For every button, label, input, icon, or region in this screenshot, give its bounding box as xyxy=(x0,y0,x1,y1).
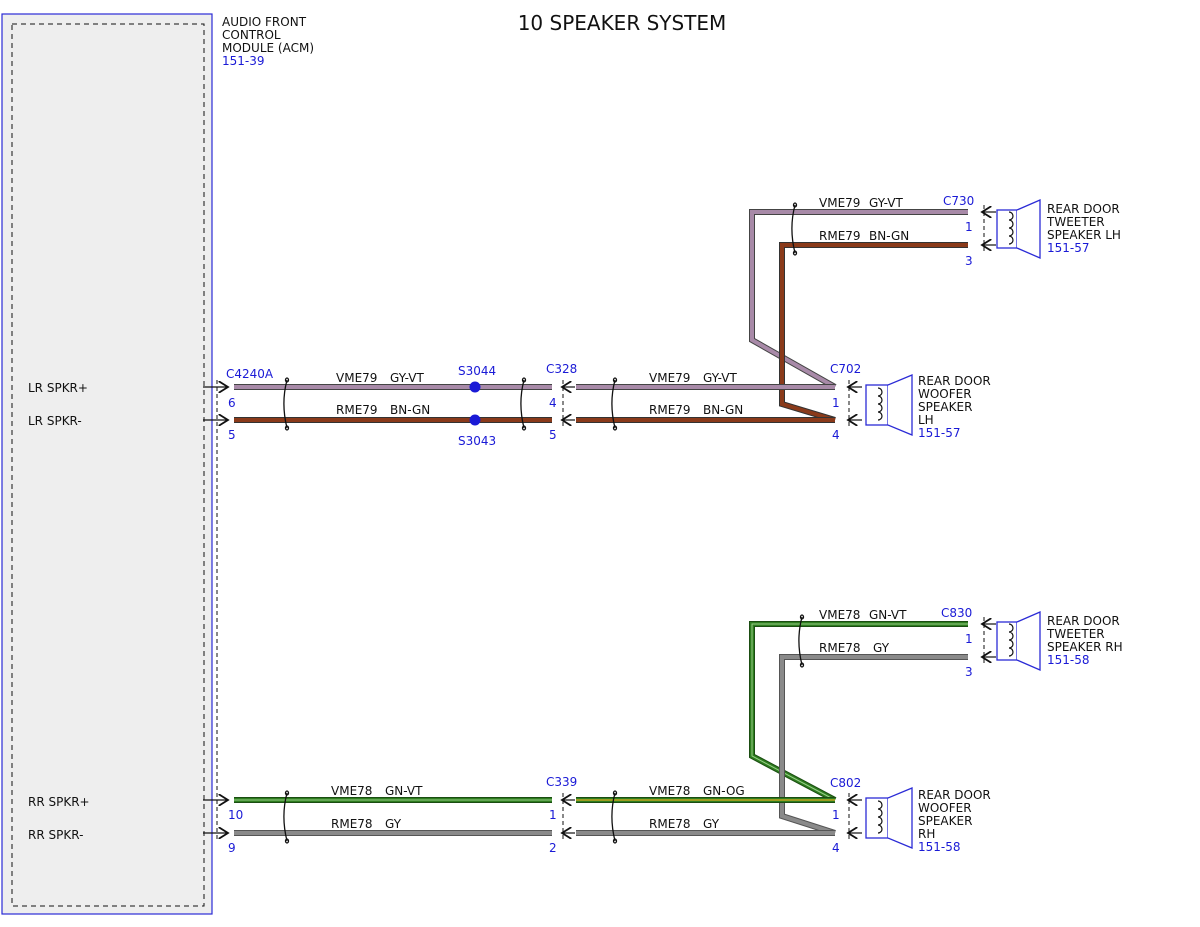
connector-c730-name: C730 xyxy=(943,194,974,208)
connector-c730-pin-3: 3 xyxy=(965,254,973,268)
connector-c4240a-pin-9: 9 xyxy=(228,841,236,855)
wire-rr-tw-pos-color: GN-VT xyxy=(869,608,907,622)
splice-s3043-label: S3043 xyxy=(458,434,496,448)
connector-c830-name: C830 xyxy=(941,606,972,620)
module-name-line-2: CONTROL xyxy=(222,28,281,42)
connector-c328: C328 4 5 xyxy=(546,362,577,442)
wire-rr-pos-b-circuit: VME78 xyxy=(649,784,690,798)
connector-c328-pin-5: 5 xyxy=(549,428,557,442)
wire-lr-neg-a-circuit: RME79 xyxy=(336,403,378,417)
pin-label-rr-spkr-neg: RR SPKR- xyxy=(28,828,83,842)
module-ref: 151-39 xyxy=(222,54,265,68)
connector-c4240a-pin-6: 6 xyxy=(228,396,236,410)
wire-lr-pos-a-circuit: VME79 xyxy=(336,371,377,385)
wire-rr-neg-a-circuit: RME78 xyxy=(331,817,373,831)
lh-tweeter-ref: 151-57 xyxy=(1047,241,1090,255)
splice-s3044-label: S3044 xyxy=(458,364,496,378)
wire-lr-tw-pos-circuit: VME79 xyxy=(819,196,860,210)
splice-s3044 xyxy=(469,381,481,393)
connector-c702-pin-4: 4 xyxy=(832,428,840,442)
pin-label-rr-spkr-pos: RR SPKR+ xyxy=(28,795,90,809)
rh-tweeter-line-2: TWEETER xyxy=(1046,627,1105,641)
lr-wire-group: S3044 S3043 VME79 GY-VT RME79 BN-GN C328… xyxy=(234,194,996,448)
speaker-lh-woofer: REAR DOOR WOOFER SPEAKER LH 151-57 xyxy=(865,374,991,440)
wire-rr-pos-a-circuit: VME78 xyxy=(331,784,372,798)
audio-front-control-module: AUDIO FRONT CONTROL MODULE (ACM) 151-39 … xyxy=(1,13,314,915)
speaker-rh-tweeter: REAR DOOR TWEETER SPEAKER RH 151-58 xyxy=(996,611,1123,671)
diagram-title: 10 SPEAKER SYSTEM xyxy=(518,11,727,35)
connector-c339-pin-2: 2 xyxy=(549,841,557,855)
rr-wire-group: VME78 GN-VT RME78 GY C339 1 2 VME78 xyxy=(234,606,996,855)
connector-c802-pin-4: 4 xyxy=(832,841,840,855)
connector-c802-pin-1: 1 xyxy=(832,808,840,822)
wire-lr-pos-b-circuit: VME79 xyxy=(649,371,690,385)
wire-lr-tw-pos-color: GY-VT xyxy=(869,196,903,210)
pin-label-lr-spkr-pos: LR SPKR+ xyxy=(28,381,88,395)
connector-c339: C339 1 2 xyxy=(546,775,577,855)
wire-rr-neg-a-color: GY xyxy=(385,817,402,831)
connector-c4240a-pin-5: 5 xyxy=(228,428,236,442)
rh-tweeter-line-3: SPEAKER RH xyxy=(1047,640,1123,654)
connector-c4240a: C4240A 6 5 10 9 xyxy=(203,367,274,855)
wire-rr-tw-neg-circuit: RME78 xyxy=(819,641,861,655)
connector-c730-pin-1: 1 xyxy=(965,220,973,234)
connector-c802: C802 1 4 xyxy=(830,776,862,855)
wire-lr-tw-neg-color: BN-GN xyxy=(869,229,909,243)
rh-woofer-ref: 151-58 xyxy=(918,840,961,854)
connector-c702-pin-1: 1 xyxy=(832,396,840,410)
connector-c830-pin-3: 3 xyxy=(965,665,973,679)
lh-tweeter-line-3: SPEAKER LH xyxy=(1047,228,1121,242)
lh-tweeter-line-1: REAR DOOR xyxy=(1047,202,1120,216)
connector-c4240a-pin-10: 10 xyxy=(228,808,243,822)
lh-woofer-line-4: LH xyxy=(918,413,934,427)
connector-c4240a-name: C4240A xyxy=(226,367,274,381)
lh-woofer-line-2: WOOFER xyxy=(918,387,972,401)
wire-rr-tw-pos-circuit: VME78 xyxy=(819,608,860,622)
connector-c802-name: C802 xyxy=(830,776,861,790)
connector-c830-pin-1: 1 xyxy=(965,632,973,646)
wire-lr-neg-a-color: BN-GN xyxy=(390,403,430,417)
wire-lr-pos-a-color: GY-VT xyxy=(390,371,424,385)
wire-lr-neg-b-circuit: RME79 xyxy=(649,403,691,417)
rh-tweeter-ref: 151-58 xyxy=(1047,653,1090,667)
speaker-rh-woofer: REAR DOOR WOOFER SPEAKER RH 151-58 xyxy=(865,787,991,854)
wire-lr-tw-neg-circuit: RME79 xyxy=(819,229,861,243)
wire-rr-neg-b-color: GY xyxy=(703,817,720,831)
lh-woofer-ref: 151-57 xyxy=(918,426,961,440)
splice-s3043 xyxy=(469,414,481,426)
module-name-line-1: AUDIO FRONT xyxy=(222,15,307,29)
wire-rr-tw-neg-color: GY xyxy=(873,641,890,655)
connector-c328-name: C328 xyxy=(546,362,577,376)
rh-woofer-line-3: SPEAKER xyxy=(918,814,972,828)
lh-tweeter-line-2: TWEETER xyxy=(1046,215,1105,229)
wire-rr-pos-b-color: GN-OG xyxy=(703,784,745,798)
rh-tweeter-line-1: REAR DOOR xyxy=(1047,614,1120,628)
rh-woofer-line-2: WOOFER xyxy=(918,801,972,815)
wire-lr-pos-b-color: GY-VT xyxy=(703,371,737,385)
lh-woofer-line-3: SPEAKER xyxy=(918,400,972,414)
connector-c702: C702 1 4 xyxy=(830,362,862,442)
connector-c339-pin-1: 1 xyxy=(549,808,557,822)
connector-c830: C830 1 3 xyxy=(941,606,996,679)
pin-label-lr-spkr-neg: LR SPKR- xyxy=(28,414,82,428)
connector-c328-pin-4: 4 xyxy=(549,396,557,410)
connector-c702-name: C702 xyxy=(830,362,861,376)
module-name-line-3: MODULE (ACM) xyxy=(222,41,314,55)
speaker-lh-tweeter: REAR DOOR TWEETER SPEAKER LH 151-57 xyxy=(996,199,1121,259)
lh-woofer-line-1: REAR DOOR xyxy=(918,374,991,388)
rh-woofer-line-1: REAR DOOR xyxy=(918,788,991,802)
connector-c730: C730 1 3 xyxy=(943,194,996,268)
connector-c339-name: C339 xyxy=(546,775,577,789)
wire-rr-pos-a-color: GN-VT xyxy=(385,784,423,798)
rh-woofer-line-4: RH xyxy=(918,827,935,841)
wire-rr-neg-b-circuit: RME78 xyxy=(649,817,691,831)
wire-lr-neg-b-color: BN-GN xyxy=(703,403,743,417)
